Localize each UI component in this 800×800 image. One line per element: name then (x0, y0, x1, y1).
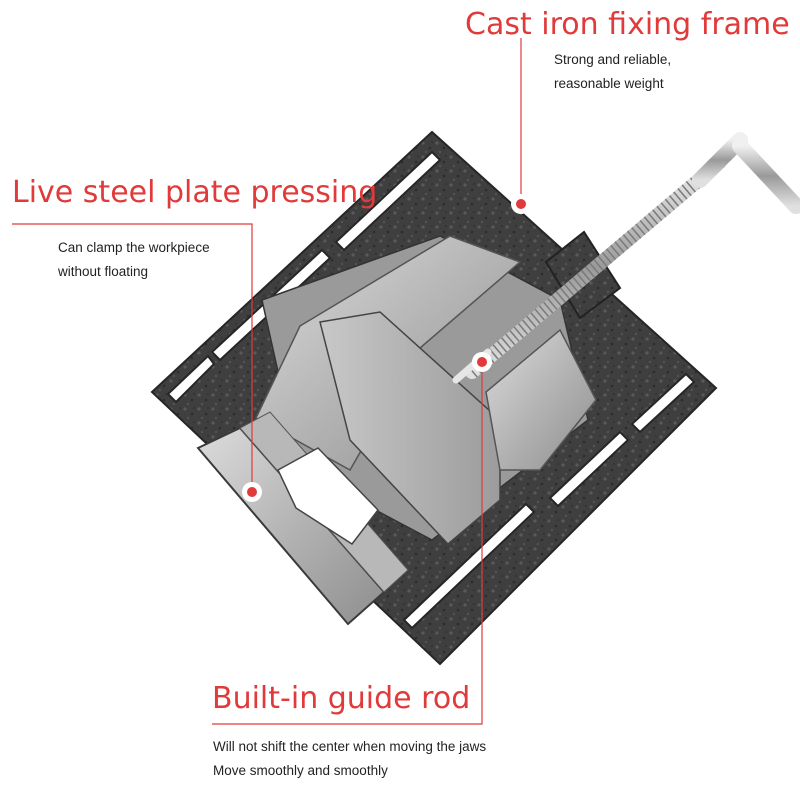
right-steel-block (485, 328, 597, 471)
callout-line: Strong and reliable, (554, 52, 672, 67)
marker-dot-frame-center (516, 199, 526, 209)
movable-jaw (319, 311, 501, 546)
front-jaw-opening (277, 447, 379, 546)
leader-line-plate (12, 223, 253, 490)
callout-line: reasonable weight (554, 76, 664, 91)
callout-line: Can clamp the workpiece (58, 240, 210, 255)
lead-screw (465, 155, 727, 379)
leader-line-rod (212, 362, 483, 725)
callout-title-rod: Built-in guide rod (212, 681, 471, 716)
callout-description-plate: Can clamp the workpiece without floating (58, 236, 210, 284)
callout-description-rod: Will not shift the center when moving th… (213, 735, 486, 783)
crank-handle (692, 132, 800, 214)
leader-lines (12, 38, 522, 725)
callout-line: Will not shift the center when moving th… (213, 739, 487, 754)
marker-dot-plate-center (247, 487, 257, 497)
marker-dot-rod-center (477, 357, 487, 367)
callout-markers (242, 194, 531, 502)
callout-line: Move smoothly and smoothly (213, 763, 388, 778)
callout-title-plate: Live steel plate pressing (12, 175, 378, 210)
callout-description-frame: Strong and reliable, reasonable weight (554, 48, 671, 96)
callout-line: without floating (58, 264, 149, 279)
callout-title-frame: Cast iron fixing frame (465, 7, 790, 42)
